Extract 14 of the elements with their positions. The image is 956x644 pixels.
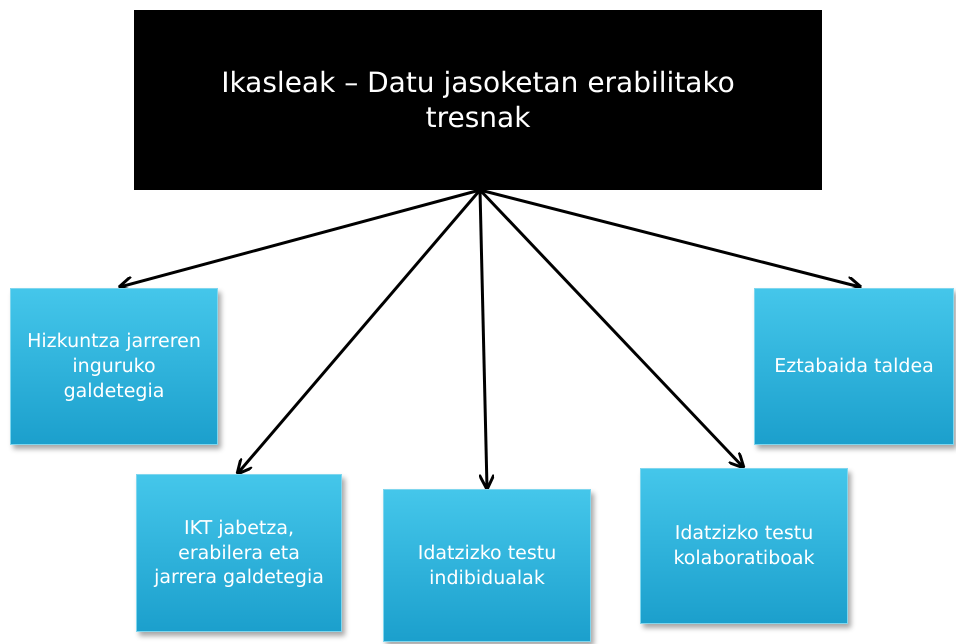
tool-box [136, 474, 342, 632]
box-label: Idatzizko testu indibidualak [416, 540, 558, 590]
box-label: Eztabaida taldea [774, 354, 934, 379]
tool-box [754, 288, 954, 445]
box-label: Idatzizko testu kolaboratiboak [672, 521, 816, 571]
title-text: Ikasleak – Datu jasoketan erabilitako tresnak [220, 65, 736, 135]
tool-box [383, 489, 591, 642]
box-label: Hizkuntza jarreren inguruko galdetegia [26, 329, 202, 404]
title-box [134, 10, 822, 190]
box-label: IKT jabetza, erabilera eta jarrera galdetegia [152, 516, 325, 590]
arrow [236, 189, 482, 476]
arrow [478, 190, 496, 491]
tool-box [10, 288, 218, 445]
tool-box [640, 468, 848, 624]
